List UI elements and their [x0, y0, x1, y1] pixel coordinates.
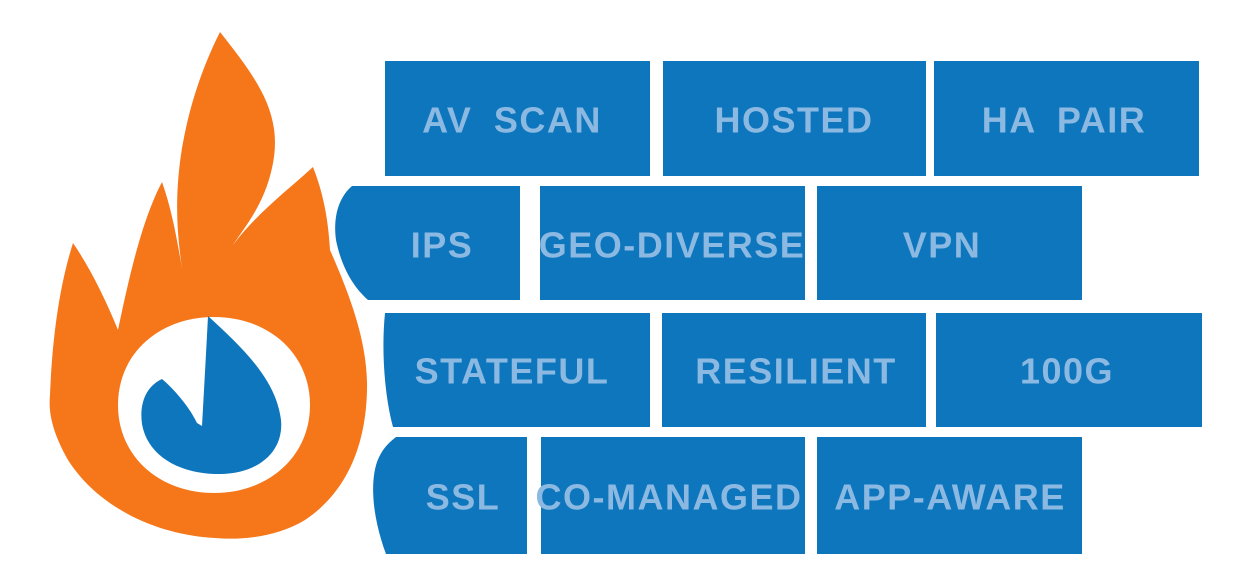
brick-label: RESILIENT	[695, 351, 897, 392]
brick-label: GEO-DIVERSE	[539, 225, 806, 266]
brick-label: SSL	[426, 477, 501, 518]
brick-label: CO-MANAGED	[536, 477, 803, 518]
brick-app-aware: APP-AWARE	[817, 437, 1082, 554]
brick-shape	[663, 61, 926, 176]
brick-label: AV SCAN	[422, 100, 602, 141]
brick-geo-diverse: GEO-DIVERSE	[539, 186, 806, 300]
flame-outline	[49, 32, 368, 539]
brick-label: VPN	[903, 225, 982, 266]
brick-ha-pair: HA PAIR	[934, 61, 1199, 176]
flame-icon	[49, 32, 368, 539]
brick-ips: IPS	[335, 186, 520, 300]
brick-vpn: VPN	[817, 186, 1082, 300]
brick-label: HA PAIR	[982, 100, 1147, 141]
brick-label: APP-AWARE	[834, 477, 1066, 518]
brick-shape	[934, 61, 1199, 176]
brick-shape	[385, 61, 650, 176]
brick-shape	[335, 186, 520, 300]
brick-stateful: STATEFUL	[383, 313, 650, 427]
brick-100g: 100G	[936, 313, 1202, 427]
brick-shape	[373, 437, 527, 554]
water-drop-flame-icon	[141, 316, 282, 475]
brick-label: 100G	[1020, 351, 1114, 392]
brick-wall: AV SCAN HOSTED HA PAIR IPS GEO-DIVERSE	[335, 61, 1202, 554]
brick-shape	[817, 186, 1082, 300]
brick-av-scan: AV SCAN	[385, 61, 650, 176]
brick-shape	[936, 313, 1202, 427]
brick-ssl: SSL	[373, 437, 527, 554]
brick-resilient: RESILIENT	[662, 313, 926, 427]
brick-label: HOSTED	[714, 100, 873, 141]
brick-shape	[541, 437, 805, 554]
brick-label: IPS	[411, 225, 474, 266]
brick-shape	[540, 186, 805, 300]
brick-shape	[662, 313, 926, 427]
brick-co-managed: CO-MANAGED	[536, 437, 805, 554]
brick-label: STATEFUL	[415, 351, 610, 392]
brick-shape	[817, 437, 1082, 554]
brick-shape	[383, 313, 650, 427]
brick-hosted: HOSTED	[663, 61, 926, 176]
